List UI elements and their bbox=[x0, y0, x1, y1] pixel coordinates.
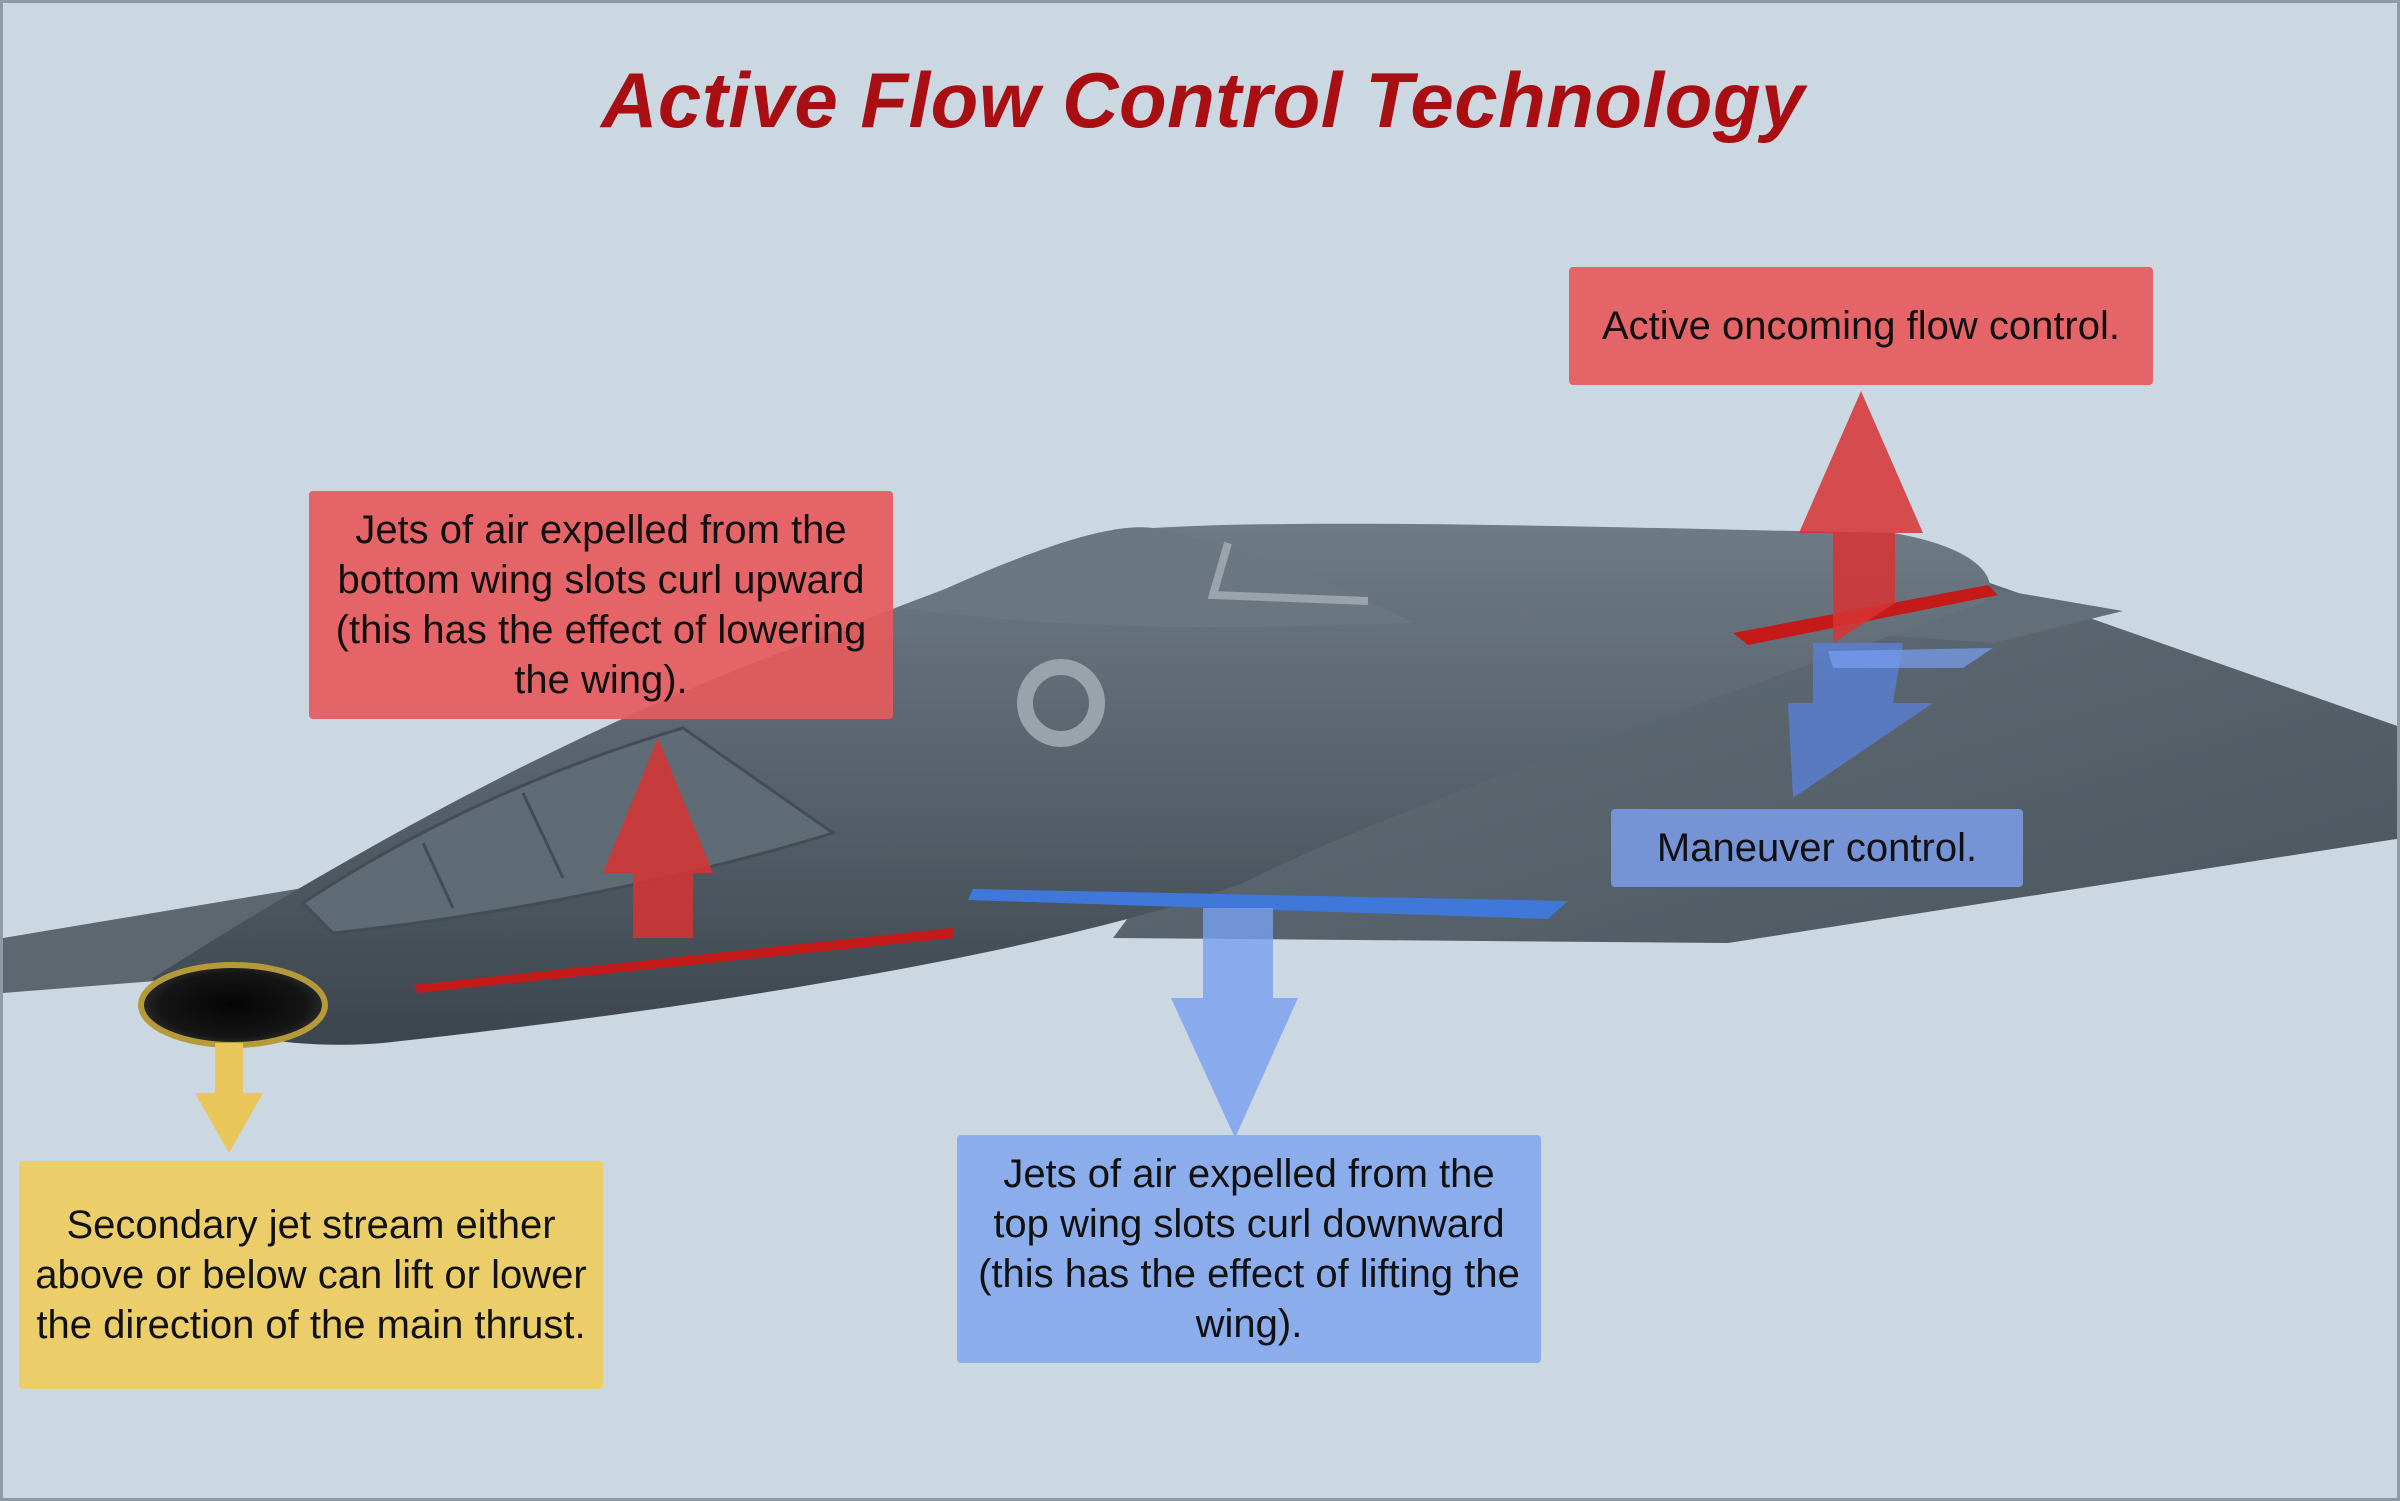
fuselage bbox=[153, 523, 1991, 1045]
oncoming-flow-arrow bbox=[1799, 391, 1923, 643]
dorsal-ridge bbox=[903, 527, 1413, 628]
roundel-marking bbox=[1017, 659, 1105, 747]
bottom-wing-slot bbox=[413, 928, 953, 993]
callout-top-slots: Jets of air expelled from the top wing s… bbox=[957, 1135, 1541, 1363]
secondary-jet-arrow bbox=[195, 1043, 263, 1153]
page-title: Active Flow Control Technology bbox=[601, 56, 1805, 144]
aircraft-illustration bbox=[3, 391, 2397, 1153]
cockpit-canopy bbox=[300, 726, 837, 935]
callout-top-slots-text: Jets of air expelled from the top wing s… bbox=[978, 1152, 1520, 1346]
callout-maneuver: Maneuver control. bbox=[1611, 809, 2023, 887]
engine-nozzle bbox=[138, 962, 328, 1048]
upward-flow-arrow bbox=[603, 738, 713, 938]
callout-oncoming-flow-text: Active oncoming flow control. bbox=[1601, 304, 2120, 348]
callout-secondary-jet-text: Secondary jet stream either above or bel… bbox=[35, 1203, 587, 1347]
callout-secondary-jet: Secondary jet stream either above or bel… bbox=[19, 1161, 603, 1389]
top-wing-slot bbox=[968, 889, 1568, 919]
callout-bottom-slots: Jets of air expelled from the bottom win… bbox=[309, 491, 893, 719]
callout-oncoming-flow: Active oncoming flow control. bbox=[1569, 267, 2153, 385]
callout-maneuver-text: Maneuver control. bbox=[1656, 826, 1978, 870]
maneuver-arrow bbox=[1788, 643, 1933, 798]
downward-flow-arrow bbox=[1171, 908, 1298, 1138]
callout-bottom-slots-text: Jets of air expelled from the bottom win… bbox=[335, 508, 867, 702]
chevron-marking bbox=[1207, 541, 1369, 605]
